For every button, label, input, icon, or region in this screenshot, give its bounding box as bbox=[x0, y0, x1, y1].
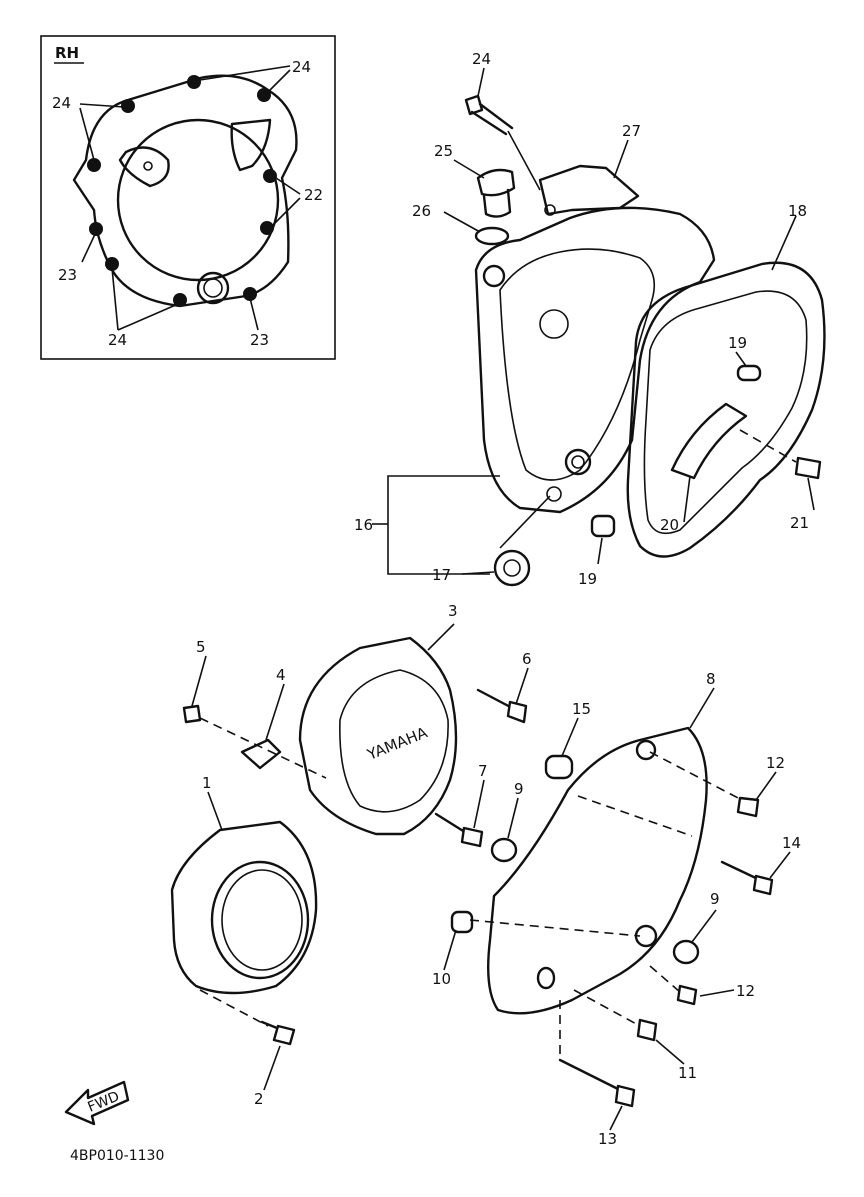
bolt-14 bbox=[752, 874, 774, 896]
clamp-4 bbox=[240, 738, 282, 770]
callout-1: 1 bbox=[202, 774, 212, 792]
inset-callout-23-bottom: 23 bbox=[250, 331, 269, 349]
inset-callout-22: 22 bbox=[304, 186, 323, 204]
crankcase-cover-assembly: 24 25 26 27 18 19 20 21 16 17 19 bbox=[354, 50, 826, 588]
callout-10: 10 bbox=[432, 970, 451, 988]
inset-callout-24-bottom: 24 bbox=[108, 331, 127, 349]
bolt-21 bbox=[794, 456, 822, 480]
gasket-18 bbox=[626, 261, 826, 558]
callout-17: 17 bbox=[432, 566, 451, 584]
washer-9-lower bbox=[672, 939, 700, 965]
rh-inset-panel: RH 24 24 22 23 24 23 bbox=[40, 35, 336, 360]
seal-piece-20 bbox=[670, 402, 748, 480]
callout-9-lower: 9 bbox=[710, 890, 720, 908]
callout-20: 20 bbox=[660, 516, 679, 534]
callout-12-upper: 12 bbox=[766, 754, 785, 772]
callout-16: 16 bbox=[354, 516, 373, 534]
callout-24: 24 bbox=[472, 50, 491, 68]
callout-5: 5 bbox=[196, 638, 206, 656]
crankcase-cover-16 bbox=[474, 206, 716, 514]
callout-11: 11 bbox=[678, 1064, 697, 1082]
bracket-27 bbox=[538, 164, 640, 216]
callout-14: 14 bbox=[782, 834, 801, 852]
inset-callout-23-left: 23 bbox=[58, 266, 77, 284]
bolt-12-upper bbox=[736, 796, 760, 818]
callout-21: 21 bbox=[790, 514, 809, 532]
dowel-pin-10 bbox=[450, 910, 474, 934]
callout-27: 27 bbox=[622, 122, 641, 140]
callout-8: 8 bbox=[706, 670, 716, 688]
dowel-pin-19-upper bbox=[736, 364, 762, 382]
inset-callout-24-top: 24 bbox=[292, 58, 311, 76]
callout-15: 15 bbox=[572, 700, 591, 718]
bolt-5 bbox=[182, 704, 202, 724]
svg-text:YAMAHA: YAMAHA bbox=[364, 723, 431, 764]
callout-7: 7 bbox=[478, 762, 488, 780]
bolt-6 bbox=[506, 700, 528, 724]
cover-3: YAMAHA bbox=[298, 636, 458, 836]
callout-12-lower: 12 bbox=[736, 982, 755, 1000]
callout-9-upper: 9 bbox=[514, 780, 524, 798]
callout-26: 26 bbox=[412, 202, 431, 220]
oil-filler-cap-25 bbox=[476, 168, 516, 218]
callout-3: 3 bbox=[448, 602, 458, 620]
callout-2: 2 bbox=[254, 1090, 264, 1108]
lower-covers-assembly: YAMAHA bbox=[170, 602, 801, 1148]
bolt-7 bbox=[460, 826, 484, 848]
bolt-2 bbox=[272, 1024, 296, 1046]
cover-8 bbox=[487, 726, 708, 1015]
callout-4: 4 bbox=[276, 666, 286, 684]
dowel-pin-19-lower bbox=[590, 514, 616, 538]
washer-9-upper bbox=[490, 837, 518, 863]
front-direction-icon: FWD bbox=[64, 1080, 130, 1126]
inset-callout-24-left: 24 bbox=[52, 94, 71, 112]
bolt-24 bbox=[464, 94, 541, 191]
inset-title: RH bbox=[55, 44, 79, 62]
bolt-12-lower bbox=[676, 984, 698, 1006]
cover-1 bbox=[170, 820, 318, 995]
plug-17 bbox=[493, 549, 531, 587]
callout-19-upper: 19 bbox=[728, 334, 747, 352]
bolt-11 bbox=[636, 1018, 658, 1042]
dowel-pin-15 bbox=[544, 754, 574, 780]
o-ring-26 bbox=[474, 226, 510, 246]
callout-13: 13 bbox=[598, 1130, 617, 1148]
callout-6: 6 bbox=[522, 650, 532, 668]
callout-25: 25 bbox=[434, 142, 453, 160]
bolt-13 bbox=[614, 1084, 636, 1108]
drawing-code: 4BP010-1130 bbox=[70, 1148, 164, 1164]
callout-18: 18 bbox=[788, 202, 807, 220]
callout-19-lower: 19 bbox=[578, 570, 597, 588]
